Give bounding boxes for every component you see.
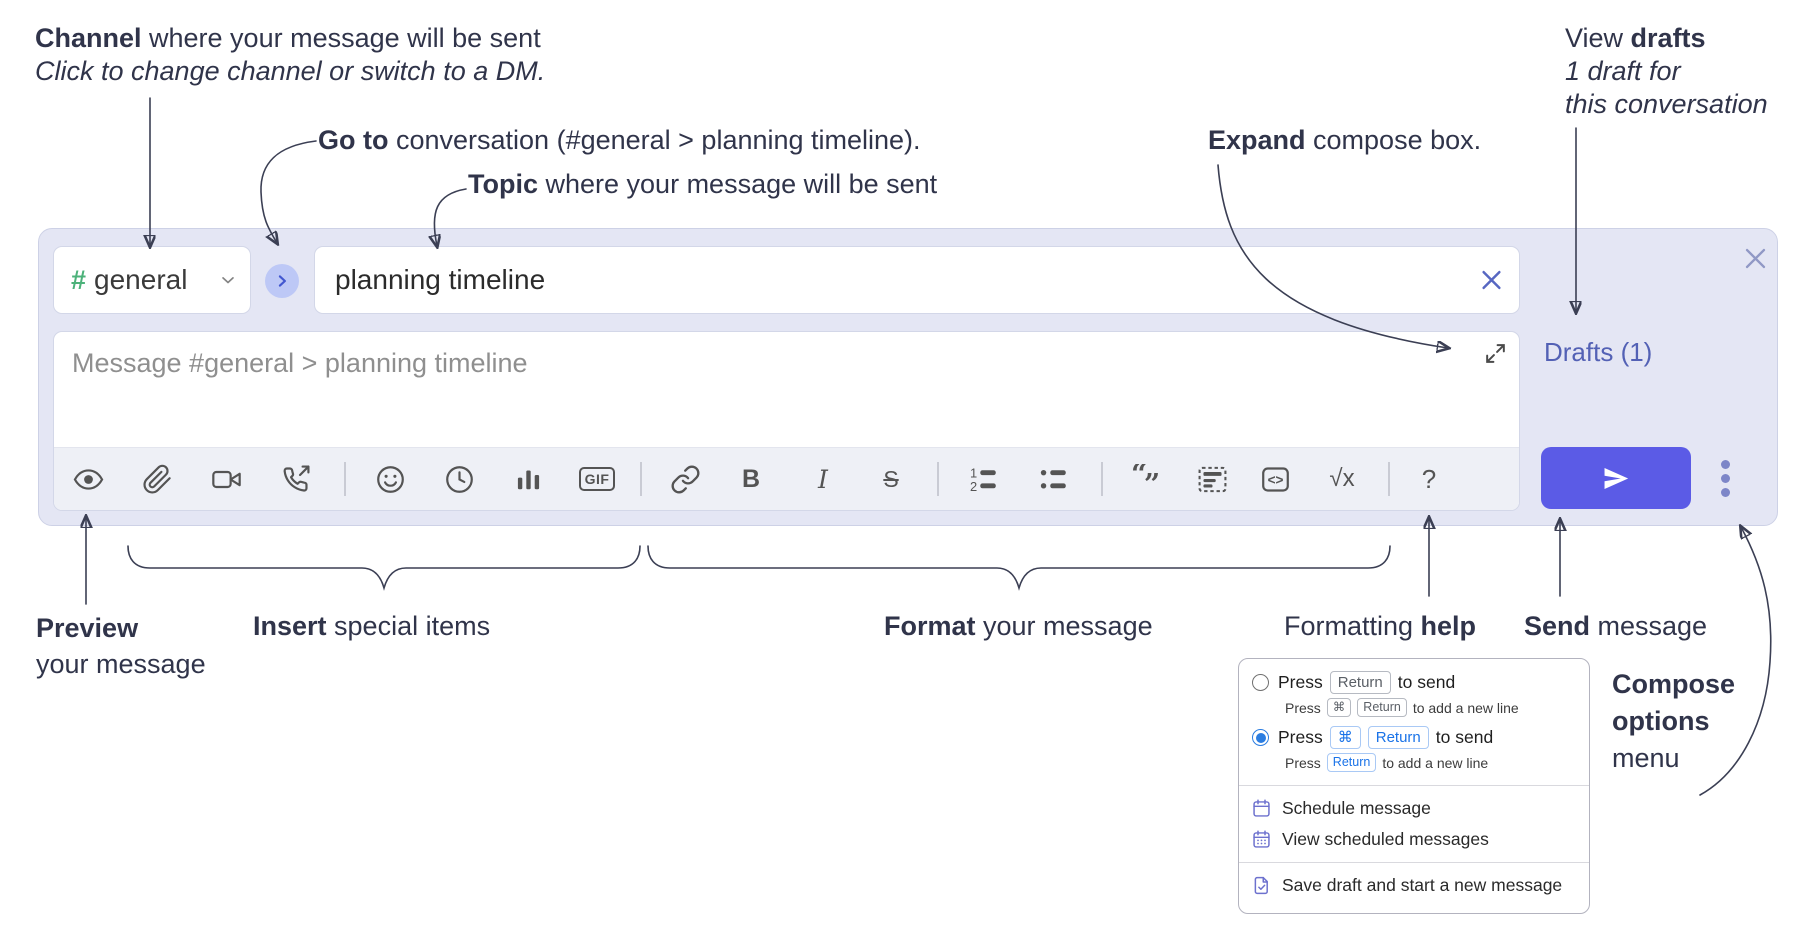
svg-text:<>: <> — [1267, 472, 1283, 487]
popup-divider — [1239, 862, 1589, 863]
toolbar-divider — [1101, 462, 1103, 496]
emoji-icon[interactable] — [368, 457, 412, 501]
bulleted-list-icon[interactable] — [1031, 457, 1075, 501]
quote-icon[interactable]: “ ” — [1124, 457, 1168, 501]
save-draft-icon — [1254, 876, 1268, 895]
channel-name: general — [94, 264, 188, 295]
math-icon[interactable]: √x — [1329, 465, 1355, 492]
expand-compose-icon[interactable] — [1483, 341, 1508, 366]
annotation-view-drafts: View drafts 1 draft for this conversatio… — [1565, 23, 1768, 119]
svg-text:“: “ — [1131, 464, 1147, 490]
clear-topic-icon[interactable] — [1478, 267, 1505, 294]
menu-item-view-scheduled-messages[interactable]: View scheduled messages — [1239, 824, 1589, 855]
drafts-link[interactable]: Drafts (1) — [1544, 337, 1653, 367]
go-to-conversation-button[interactable] — [265, 264, 299, 298]
format-brace — [647, 545, 1391, 591]
popup-divider — [1239, 785, 1589, 786]
svg-text:2: 2 — [969, 479, 976, 494]
annotation-format: Format your message — [884, 611, 1153, 641]
return-keycap: Return — [1367, 726, 1429, 749]
return-keycap: Return — [1329, 671, 1391, 694]
italic-icon[interactable]: I — [818, 464, 828, 494]
option-cmd-enter-to-send[interactable]: Press ⌘ Return to send — [1239, 723, 1589, 752]
option-enter-subtext: Press ⌘ Return to add a new line — [1285, 698, 1519, 717]
topic-input-wrap — [314, 246, 1520, 314]
annotation-preview: Preview your message — [36, 613, 206, 679]
toolbar-divider — [1388, 462, 1390, 496]
menu-item-schedule-message[interactable]: Schedule message — [1239, 793, 1589, 824]
close-compose-icon[interactable] — [1742, 245, 1769, 272]
numbered-list-icon[interactable]: 1 2 — [961, 457, 1005, 501]
video-call-icon[interactable] — [204, 457, 248, 501]
send-button[interactable] — [1541, 447, 1691, 509]
cmd-keycap: ⌘ — [1329, 726, 1361, 749]
toolbar-divider — [640, 462, 642, 496]
annotation-channel: Channel where your message will be sent … — [35, 23, 546, 86]
return-keycap: Return — [1357, 698, 1407, 717]
spoiler-icon[interactable] — [1190, 457, 1234, 501]
link-icon[interactable] — [663, 457, 707, 501]
bold-icon[interactable]: B — [741, 464, 761, 493]
topic-input[interactable] — [315, 247, 1519, 313]
channel-selector-button[interactable]: # general — [53, 246, 251, 314]
annotation-formatting-help: Formatting help — [1284, 611, 1477, 641]
compose-box: # general — [38, 228, 1778, 526]
annotation-insert: Insert special items — [253, 611, 491, 641]
radio-unselected-icon — [1252, 674, 1269, 691]
poll-icon[interactable] — [506, 457, 550, 501]
return-keycap: Return — [1326, 753, 1377, 772]
toolbar-divider — [344, 462, 346, 496]
annotation-expand: Expand compose box. — [1208, 125, 1482, 155]
code-icon[interactable]: <> — [1253, 457, 1297, 501]
preview-eye-icon[interactable] — [66, 457, 110, 501]
global-time-icon[interactable] — [437, 457, 481, 501]
svg-text:”: ” — [1143, 466, 1159, 494]
option-cmd-enter-subtext: Press Return to add a new line — [1285, 753, 1489, 772]
toolbar-divider — [937, 462, 939, 496]
annotation-send-message: Send message — [1524, 611, 1708, 641]
annotation-go-to: Go to conversation (#general > planning … — [318, 125, 921, 155]
chevron-right-icon — [278, 275, 286, 287]
strikethrough-icon[interactable]: S — [883, 465, 899, 492]
channel-hash-icon: # — [71, 264, 87, 295]
insert-brace — [127, 545, 641, 591]
calendar-icon — [1253, 799, 1270, 817]
annotation-compose-options: Compose options menu — [1612, 669, 1736, 773]
send-plane-icon — [1604, 467, 1629, 489]
compose-options-menu-button[interactable] — [1705, 458, 1745, 498]
annotation-topic: Topic where your message will be sent — [468, 169, 938, 199]
message-area: GIF B I S 1 2 — [53, 331, 1520, 511]
audio-call-icon[interactable] — [273, 457, 317, 501]
svg-text:1: 1 — [969, 465, 976, 480]
gif-icon[interactable]: GIF — [575, 457, 619, 501]
attach-paperclip-icon[interactable] — [135, 457, 179, 501]
chevron-down-icon — [222, 277, 234, 284]
menu-item-save-draft[interactable]: Save draft and start a new message — [1239, 870, 1589, 901]
calendar-dates-icon — [1253, 830, 1270, 848]
compose-options-popup: Press Return to send Press ⌘ Return to a… — [1238, 658, 1590, 914]
compose-toolbar: GIF B I S 1 2 — [54, 447, 1519, 510]
message-input[interactable] — [54, 332, 1519, 449]
radio-selected-icon — [1252, 729, 1269, 746]
option-enter-to-send[interactable]: Press Return to send — [1239, 668, 1589, 697]
cmd-keycap: ⌘ — [1326, 698, 1352, 717]
help-icon[interactable]: ? — [1421, 463, 1437, 494]
